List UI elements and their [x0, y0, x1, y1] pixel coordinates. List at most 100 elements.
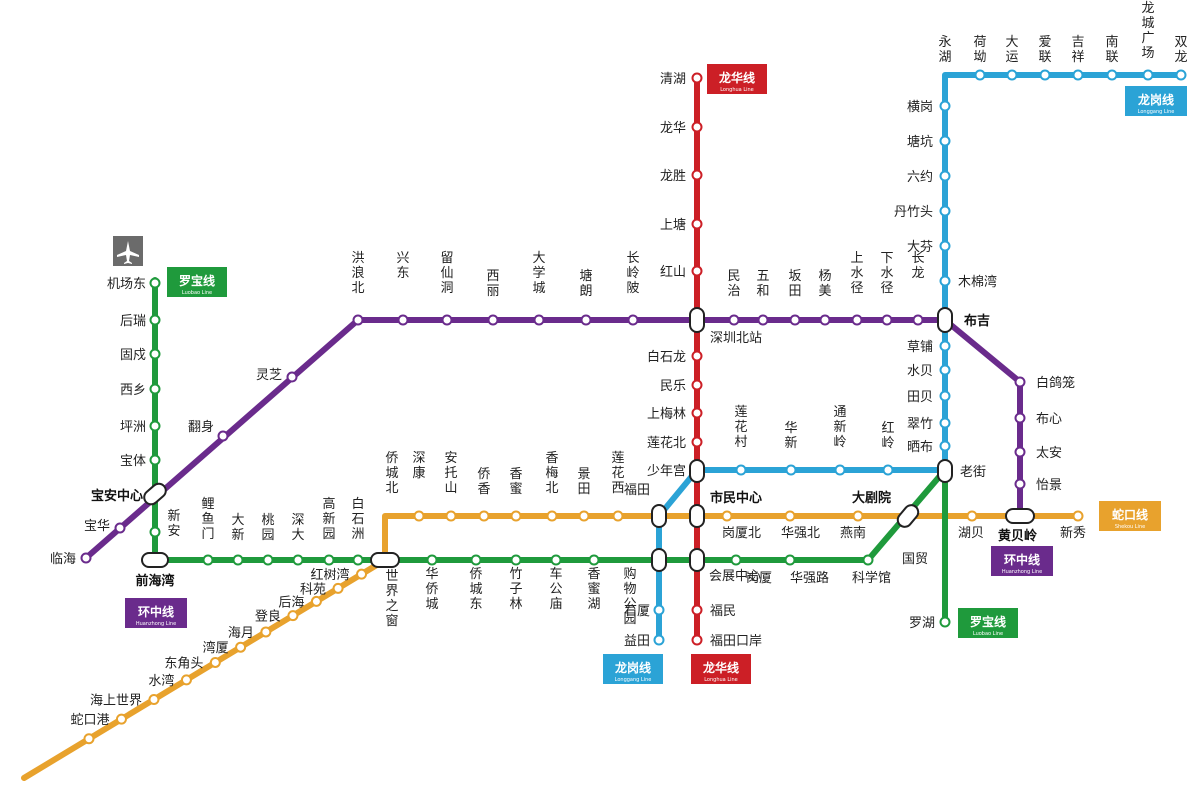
station-label-longhua-1: 龙华: [660, 121, 686, 136]
station-label-shekou-3: 侨香: [477, 467, 490, 497]
station-label-luobao_west-5: 宝体: [120, 454, 146, 469]
station-label-shekou-19: 东角头: [164, 656, 203, 671]
station-label-longgang_vertical-4: 大芬: [907, 240, 933, 255]
station-dot-huanzhong-20: [1014, 446, 1026, 458]
station-label-huanzhong-15: 上水径: [850, 251, 863, 296]
station-dot-longgang_east-0: [735, 464, 747, 476]
station-dot-luobao_main-10: [550, 554, 562, 566]
station-dot-shekou-3: [478, 510, 490, 522]
station-dot-luobao_main-20: [939, 616, 951, 628]
station-label-longgang_east-0: 莲花村: [734, 405, 747, 450]
station-label-huanzhong-2: 翻身: [188, 419, 214, 435]
transfer-shenzhenbeizhan: [689, 307, 705, 333]
transfer-futian: [651, 504, 667, 528]
station-dot-luobao_main-5: [352, 554, 364, 566]
station-dot-luobao_main-1: [232, 554, 244, 566]
station-label-luobao_west-4: 坪洲: [120, 420, 146, 435]
station-label-luobao_main-0: 鲤鱼门: [201, 497, 214, 542]
transfer-shiminzhongxin: [689, 504, 705, 528]
station-label-luobao_west-2: 固戍: [120, 348, 146, 363]
station-label-shekou-20: 水湾: [148, 673, 174, 689]
station-label-luobao_west-6: 新安: [167, 508, 180, 539]
station-dot-longhua-3: [691, 218, 703, 230]
station-label-longhua-0: 清湖: [660, 72, 686, 87]
station-label-shekou-11: 湖贝: [958, 526, 984, 541]
station-label-luobao_main-7: 华侨城: [425, 567, 438, 612]
station-labels: 机场东后瑞固戍西乡坪洲宝体新安鲤鱼门大新桃园深大高新园白石洲世界之窗华侨城侨城东…: [50, 1, 1188, 728]
station-label-huanzhong-1: 宝安中心: [91, 488, 143, 504]
station-dot-longgang_vertical-3: [939, 205, 951, 217]
station-dot-huanzhong-5: [397, 314, 409, 326]
station-label-longgang_vertical-1: 塘坑: [907, 134, 933, 150]
station-dot-longgang_vertical-1: [939, 135, 951, 147]
station-label-shekou-5: 香梅北: [545, 451, 558, 496]
station-label-longgang_top-2: 大运: [1005, 35, 1018, 65]
station-label-huanzhong-13: 坂田: [788, 269, 801, 299]
station-dot-longgang_vertical-4: [939, 240, 951, 252]
station-label-luobao_main-19: 国贸: [902, 552, 928, 567]
station-label-shekou-9: 华强北: [781, 526, 820, 541]
station-label-luobao_main-11: 香蜜湖: [587, 567, 600, 612]
transfer-laojie: [937, 459, 953, 483]
station-dot-longgang_vertical-7: [939, 340, 951, 352]
station-label-shekou-2: 安托山: [444, 451, 457, 496]
station-dot-luobao_west-2: [149, 348, 161, 360]
station-dot-shekou-21: [148, 694, 160, 706]
station-label-huanzhong-20: 太安: [1036, 446, 1062, 461]
station-dot-huanzhong-14: [819, 314, 831, 326]
station-label-longhua-13: 福民: [710, 604, 736, 619]
station-label-longgang_top-7: 双龙: [1174, 35, 1187, 65]
transfer-buji: [937, 307, 953, 333]
tag-huanzhong-right: 环中线 Huanzhong Line: [991, 546, 1053, 576]
tag-huanzhong-right-cn: 环中线: [1004, 552, 1040, 567]
station-dot-luobao_main-14: [730, 554, 742, 566]
station-dot-longgang_vertical-5: [939, 275, 951, 287]
station-dot-longhua-14: [691, 634, 703, 646]
station-label-luobao_main-18: 老街: [960, 465, 986, 480]
station-dot-shekou-14: [332, 582, 344, 594]
station-label-luobao_west-0: 机场东: [107, 277, 146, 292]
station-dot-longgang_top-6: [1142, 69, 1154, 81]
station-dot-huanzhong-11: [728, 314, 740, 326]
station-label-longhua-2: 龙胜: [660, 169, 686, 184]
station-label-shekou-12: 新秀: [1060, 525, 1086, 541]
station-dot-longgang_vertical-11: [939, 440, 951, 452]
station-label-luobao_main-1: 大新: [231, 513, 244, 543]
station-dot-longhua-13: [691, 604, 703, 616]
station-label-longgang_vertical-5: 木棉湾: [958, 274, 997, 290]
station-dot-huanzhong-9: [580, 314, 592, 326]
station-label-longhua-5: 深圳北站: [710, 331, 762, 346]
station-label-shekou-1: 深康: [412, 451, 425, 481]
station-label-longhua-6: 白石龙: [647, 349, 686, 365]
station-dot-longgang_vertical-8: [939, 364, 951, 376]
station-label-longgang_vertical-9: 田贝: [907, 390, 933, 405]
station-dot-huanzhong-4: [352, 314, 364, 326]
station-label-shekou-6: 景田: [577, 467, 590, 497]
station-dot-luobao_main-2: [262, 554, 274, 566]
station-label-huanzhong-11: 民治: [727, 269, 740, 299]
station-dot-huanzhong-15: [851, 314, 863, 326]
tag-longhua-top-cn: 龙华线: [719, 70, 755, 85]
station-dot-luobao_west-0: [149, 277, 161, 289]
station-dot-shekou-17: [260, 626, 272, 638]
station-dot-huanzhong-10: [627, 314, 639, 326]
station-dot-luobao_west-1: [149, 314, 161, 326]
station-dot-luobao_main-9: [510, 554, 522, 566]
station-label-shekou-21: 海上世界: [90, 694, 142, 709]
station-label-luobao_main-5: 白石洲: [351, 496, 364, 542]
tag-luobao-bottom-en: Luobao Line: [973, 631, 1003, 637]
station-label-shekou-16: 登良: [255, 609, 281, 625]
station-dot-longgang_vertical-9: [939, 390, 951, 402]
station-dot-longhua-1: [691, 121, 703, 133]
station-label-longgang_vertical-0: 横岗: [907, 100, 933, 115]
station-label-huanzhong-14: 杨美: [818, 269, 831, 299]
station-label-longgang_vertical-8: 水贝: [907, 364, 933, 379]
station-label-longgang_south-3: 益田: [624, 634, 650, 649]
station-dot-huanzhong-0: [114, 522, 126, 534]
tag-shekou-cn: 蛇口线: [1112, 507, 1148, 522]
station-dot-huanzhong-17: [912, 314, 924, 326]
station-dot-shekou-22: [115, 713, 127, 725]
station-dot-shekou-20: [180, 674, 192, 686]
station-dot-longgang_vertical-0: [939, 100, 951, 112]
station-label-huanzhong-22: 黄贝岭: [998, 528, 1037, 544]
